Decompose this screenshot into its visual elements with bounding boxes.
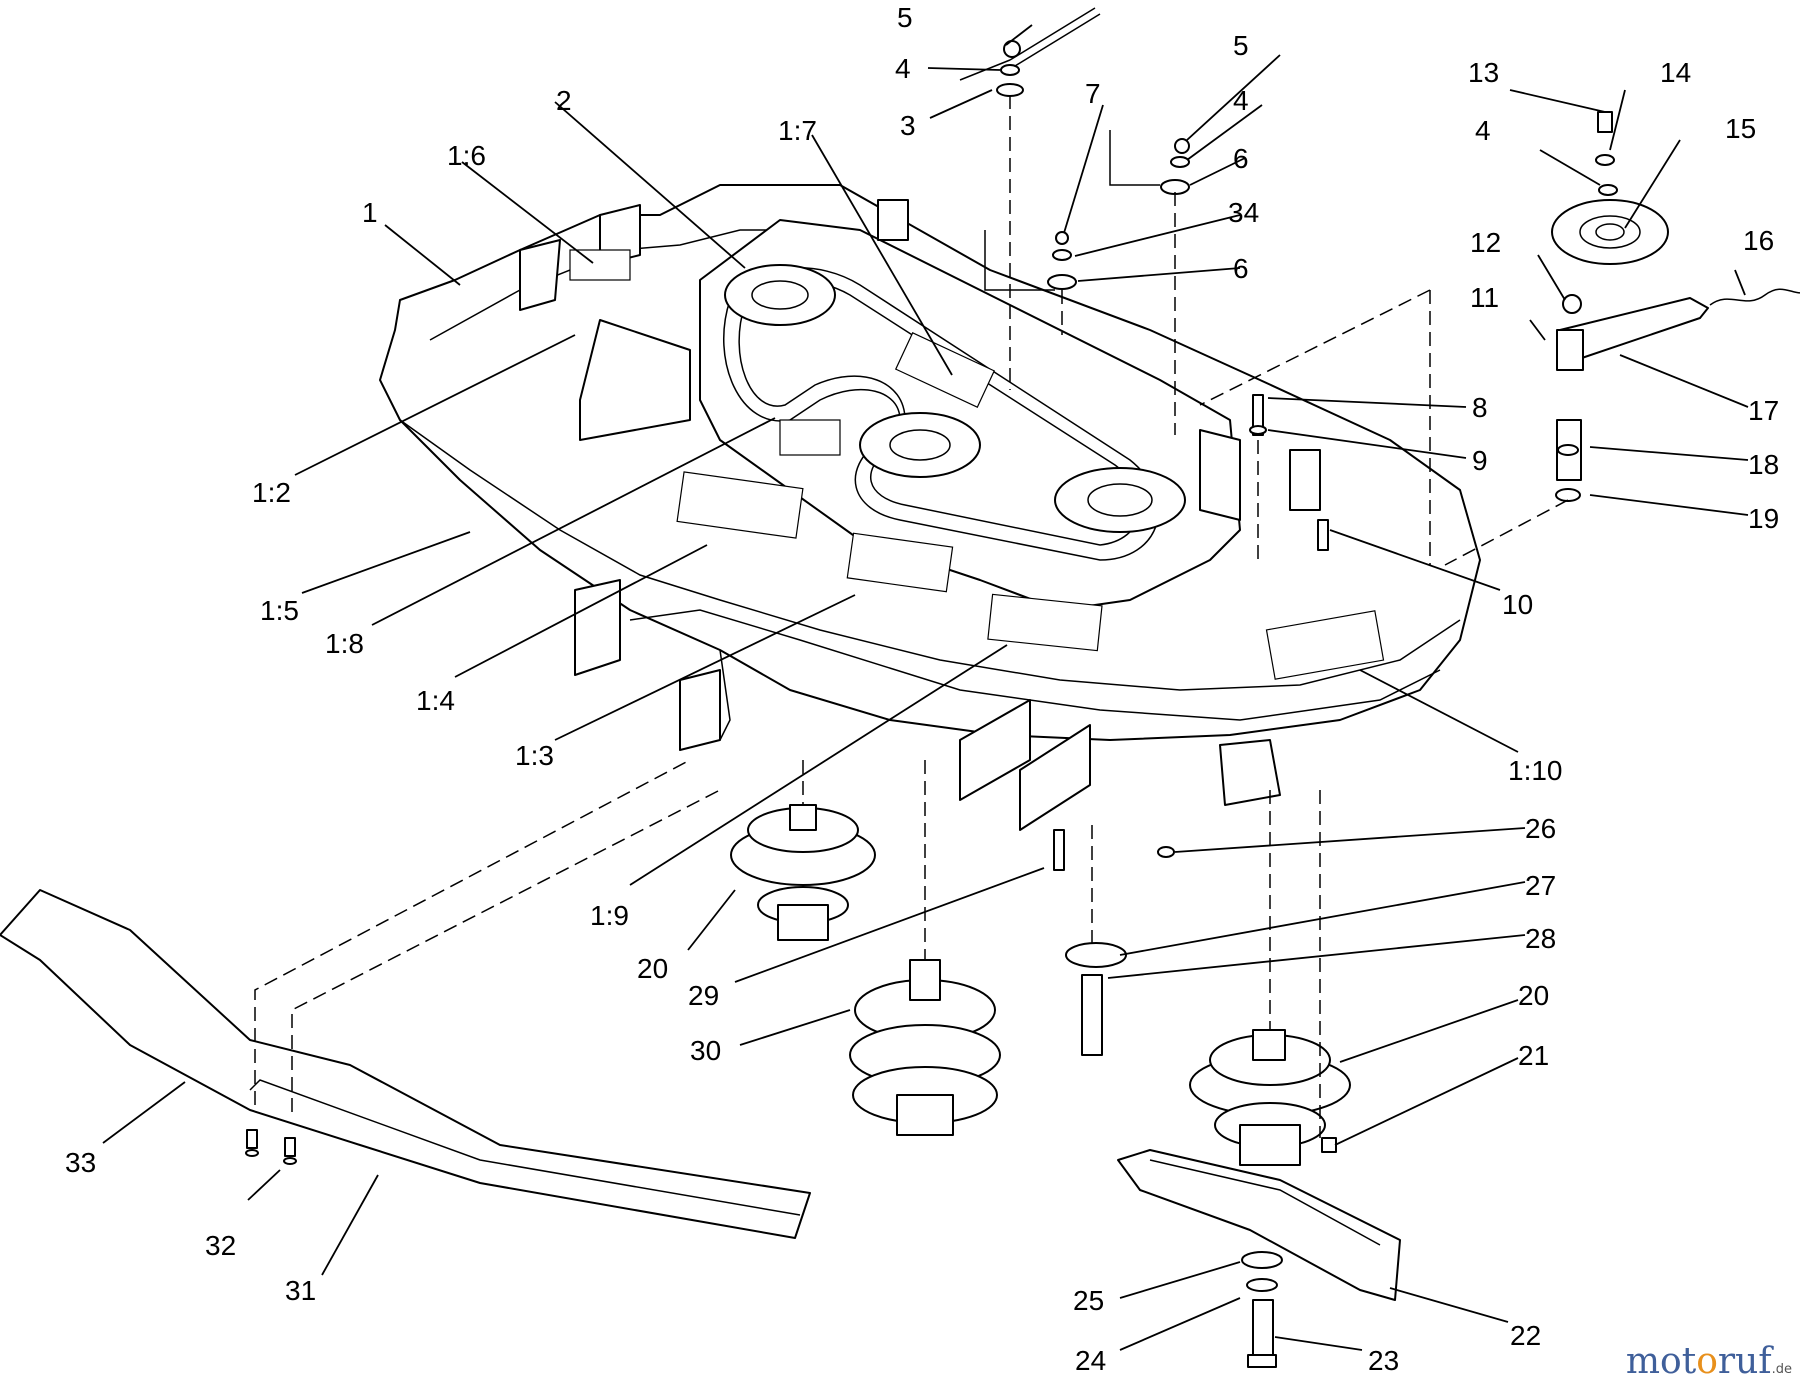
alignment-lines — [254, 95, 1569, 1138]
callout-1-7: 1:7 — [778, 115, 817, 146]
callout-25: 25 — [1073, 1285, 1104, 1316]
callout-17: 17 — [1748, 395, 1779, 426]
callout-20: 20 — [1518, 980, 1549, 1011]
callout-9: 9 — [1472, 445, 1488, 476]
callout-1-10: 1:10 — [1508, 755, 1563, 786]
callout-24: 24 — [1075, 1345, 1106, 1376]
callout-5: 5 — [1233, 30, 1249, 61]
callout-22: 22 — [1510, 1320, 1541, 1351]
callout-11: 11 — [1470, 282, 1499, 313]
callout-6: 6 — [1233, 253, 1249, 284]
callout-1-5: 1:5 — [260, 595, 299, 626]
callout-23: 23 — [1368, 1345, 1399, 1376]
callout-4: 4 — [1233, 85, 1249, 116]
callout-1-4: 1:4 — [416, 685, 455, 716]
callout-13: 13 — [1468, 57, 1499, 88]
callout-7: 7 — [1085, 78, 1101, 109]
callout-2: 2 — [556, 85, 572, 116]
callout-labels: 5 4 3 5 4 6 7 34 6 8 9 10 13 14 4 15 12 … — [65, 2, 1779, 1376]
callout-29: 29 — [688, 980, 719, 1011]
callout-26: 26 — [1525, 813, 1556, 844]
callout-20: 20 — [637, 953, 668, 984]
callout-18: 18 — [1748, 449, 1779, 480]
callout-4: 4 — [1475, 115, 1491, 146]
callout-14: 14 — [1660, 57, 1691, 88]
callout-1: 1 — [362, 197, 378, 228]
callout-31: 31 — [285, 1275, 316, 1306]
callout-27: 27 — [1525, 870, 1556, 901]
callout-1-9: 1:9 — [590, 900, 629, 931]
callout-34: 34 — [1228, 197, 1259, 228]
watermark-logo: motoruf.de — [1625, 1341, 1792, 1382]
callout-21: 21 — [1518, 1040, 1549, 1071]
callout-12: 12 — [1470, 227, 1501, 258]
callout-15: 15 — [1725, 113, 1756, 144]
callout-16: 16 — [1743, 225, 1774, 256]
callout-6: 6 — [1233, 143, 1249, 174]
callout-1-3: 1:3 — [515, 740, 554, 771]
parts — [0, 7, 1800, 1368]
callout-1-6: 1:6 — [447, 140, 486, 171]
callout-10: 10 — [1502, 589, 1533, 620]
callout-1-8: 1:8 — [325, 628, 364, 659]
callout-5: 5 — [897, 2, 913, 33]
callout-28: 28 — [1525, 923, 1556, 954]
callout-4: 4 — [895, 53, 911, 84]
callout-32: 32 — [205, 1230, 236, 1261]
callout-1-2: 1:2 — [252, 477, 291, 508]
callout-30: 30 — [690, 1035, 721, 1066]
callout-33: 33 — [65, 1147, 96, 1178]
deck-housing — [379, 184, 1481, 831]
callout-3: 3 — [900, 110, 916, 141]
callout-8: 8 — [1472, 392, 1488, 423]
callout-19: 19 — [1748, 503, 1779, 534]
leader-lines — [102, 24, 1749, 1351]
